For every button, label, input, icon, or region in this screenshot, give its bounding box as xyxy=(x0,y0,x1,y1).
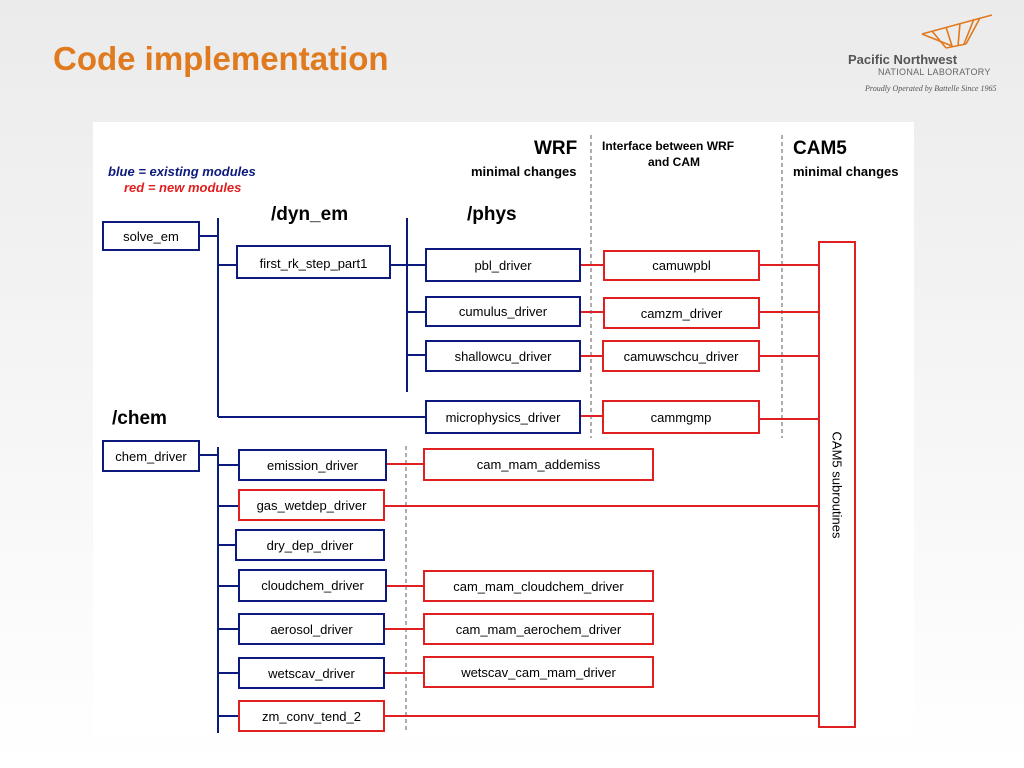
header-wrf: WRF xyxy=(534,138,578,159)
module-camuwschcu-driver: camuwschcu_driver xyxy=(602,340,760,372)
module-cammgmp: cammgmp xyxy=(602,400,760,434)
section-chem: /chem xyxy=(112,408,167,429)
module-wetscav-driver: wetscav_driver xyxy=(238,657,385,689)
module-emission-driver: emission_driver xyxy=(238,449,387,481)
module-cam5-subroutines: CAM5 subroutines xyxy=(818,241,856,728)
header-interface-line2: and CAM xyxy=(648,155,700,169)
module-cloudchem-driver: cloudchem_driver xyxy=(238,569,387,602)
module-dry-dep-driver: dry_dep_driver xyxy=(235,529,385,561)
header-wrf-sub: minimal changes xyxy=(471,164,577,179)
module-pbl-driver: pbl_driver xyxy=(425,248,581,282)
module-cam-mam-addemiss: cam_mam_addemiss xyxy=(423,448,654,481)
module-cam-mam-cloudchem-driver: cam_mam_cloudchem_driver xyxy=(423,570,654,602)
pnnl-logo: Pacific Northwest NATIONAL LABORATORY Pr… xyxy=(840,14,1020,104)
module-cam-mam-aerochem-driver: cam_mam_aerochem_driver xyxy=(423,613,654,645)
header-cam5: CAM5 xyxy=(793,138,847,159)
module-camuwpbl: camuwpbl xyxy=(603,250,760,281)
module-shallowcu-driver: shallowcu_driver xyxy=(425,340,581,372)
slide-title: Code implementation xyxy=(53,40,389,77)
module-cumulus-driver: cumulus_driver xyxy=(425,296,581,327)
legend-red: red = new modules xyxy=(124,180,242,195)
cam5-subroutines-label: CAM5 subroutines xyxy=(829,431,845,538)
crane-logo-icon xyxy=(921,14,993,49)
module-camzm-driver: camzm_driver xyxy=(603,297,760,329)
section-phys: /phys xyxy=(467,204,517,225)
module-solve-em: solve_em xyxy=(102,221,200,251)
logo-line3: Proudly Operated by Battelle Since 1965 xyxy=(865,84,997,93)
module-microphysics-driver: microphysics_driver xyxy=(425,400,581,434)
legend-blue: blue = existing modules xyxy=(108,164,256,179)
logo-line1: Pacific Northwest xyxy=(848,52,958,67)
module-chem-driver: chem_driver xyxy=(102,440,200,472)
module-aerosol-driver: aerosol_driver xyxy=(238,613,385,645)
module-first-rk-step-part1: first_rk_step_part1 xyxy=(236,245,391,279)
module-gas-wetdep-driver: gas_wetdep_driver xyxy=(238,489,385,521)
header-cam5-sub: minimal changes xyxy=(793,164,899,179)
module-zm-conv-tend-2: zm_conv_tend_2 xyxy=(238,700,385,732)
section-dyn-em: /dyn_em xyxy=(271,204,349,225)
logo-line2: NATIONAL LABORATORY xyxy=(878,67,991,77)
module-wetscav-cam-mam-driver: wetscav_cam_mam_driver xyxy=(423,656,654,688)
header-interface-line1: Interface between WRF xyxy=(602,139,735,153)
